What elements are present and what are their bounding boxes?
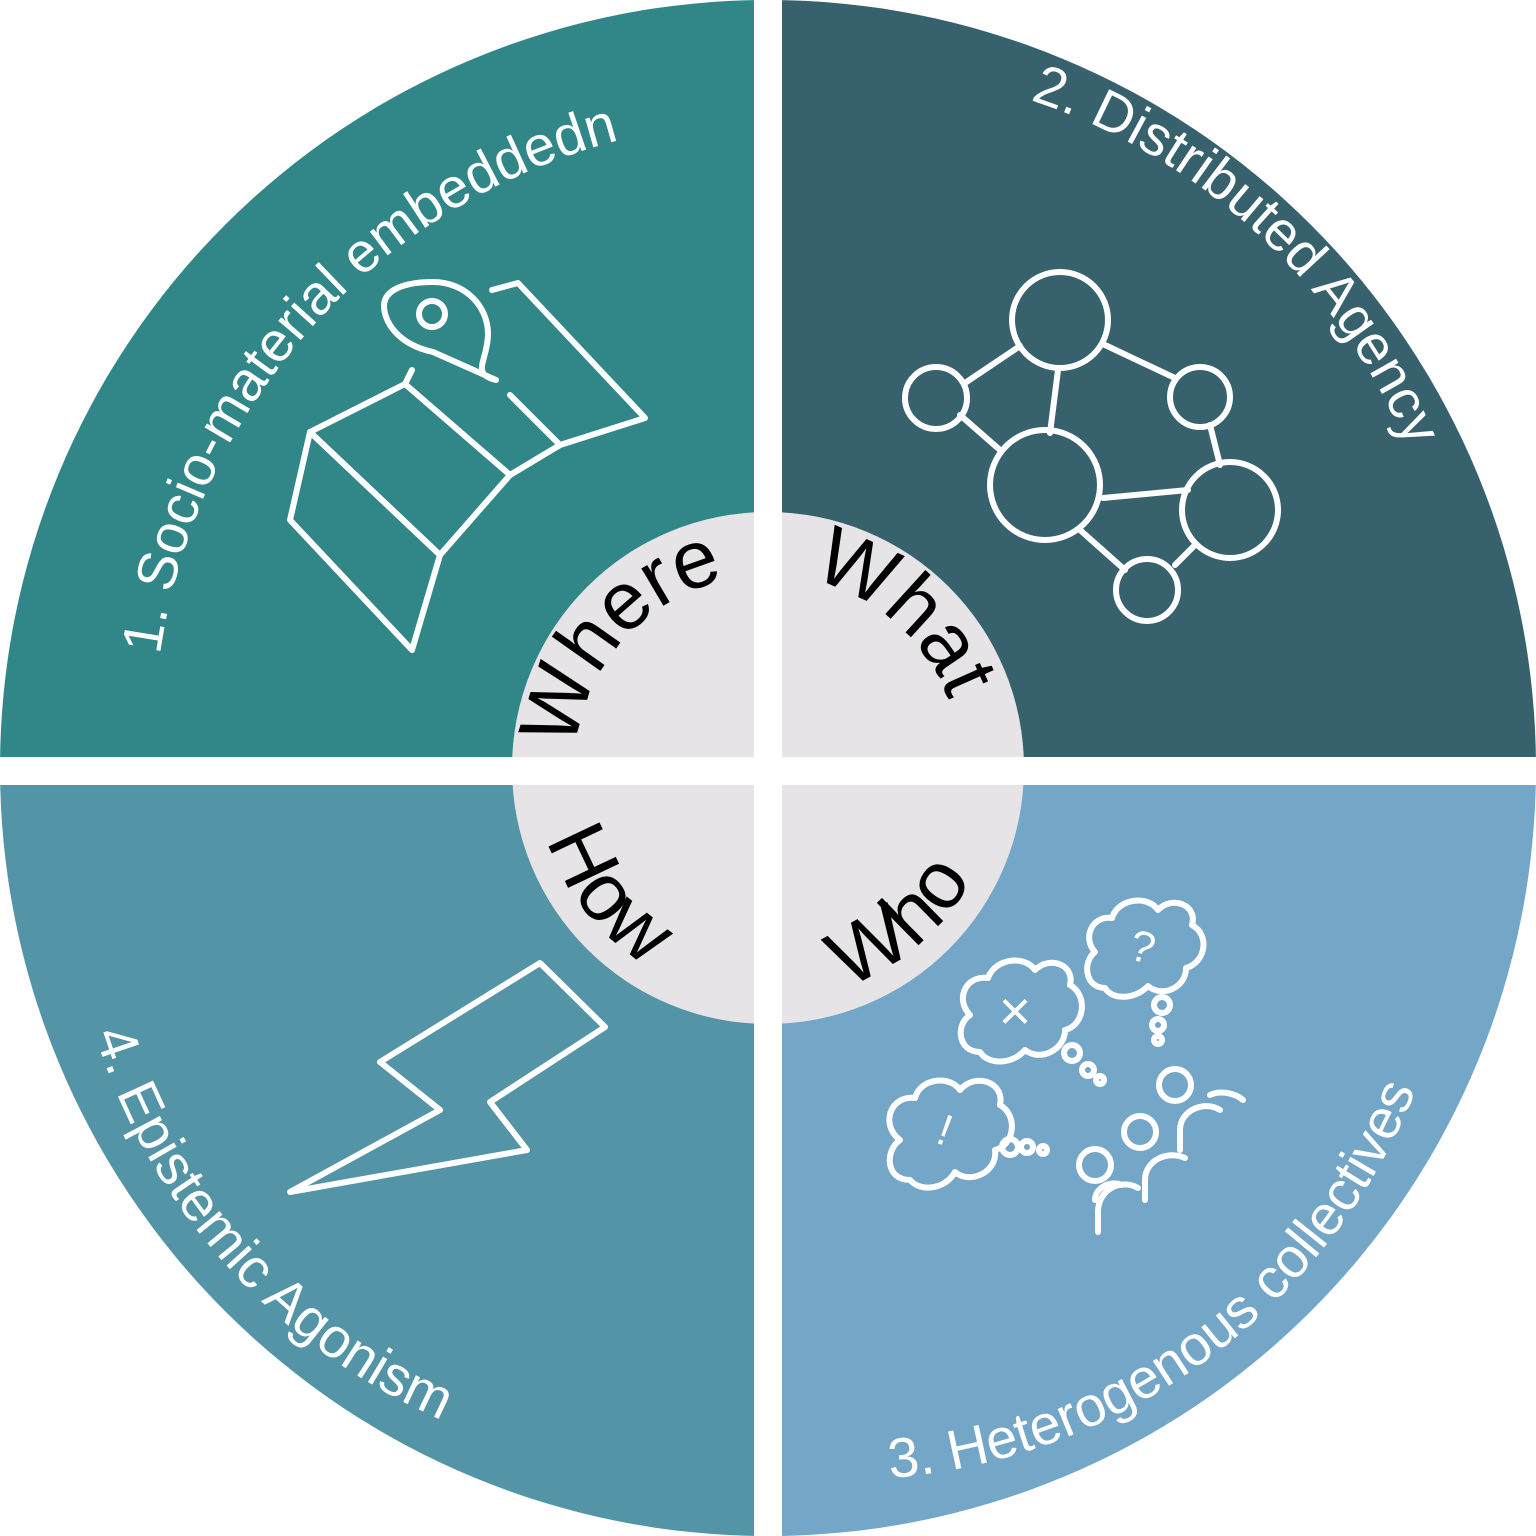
lightning-bolt-icon [287, 960, 608, 1195]
people-thought-bubbles-icon [886, 897, 1246, 1235]
times-symbol: × [999, 979, 1032, 1042]
folded-map-location-pin-icon [287, 279, 648, 653]
network-nodes-icon [902, 269, 1281, 624]
horizontal-divider [0, 757, 1536, 785]
